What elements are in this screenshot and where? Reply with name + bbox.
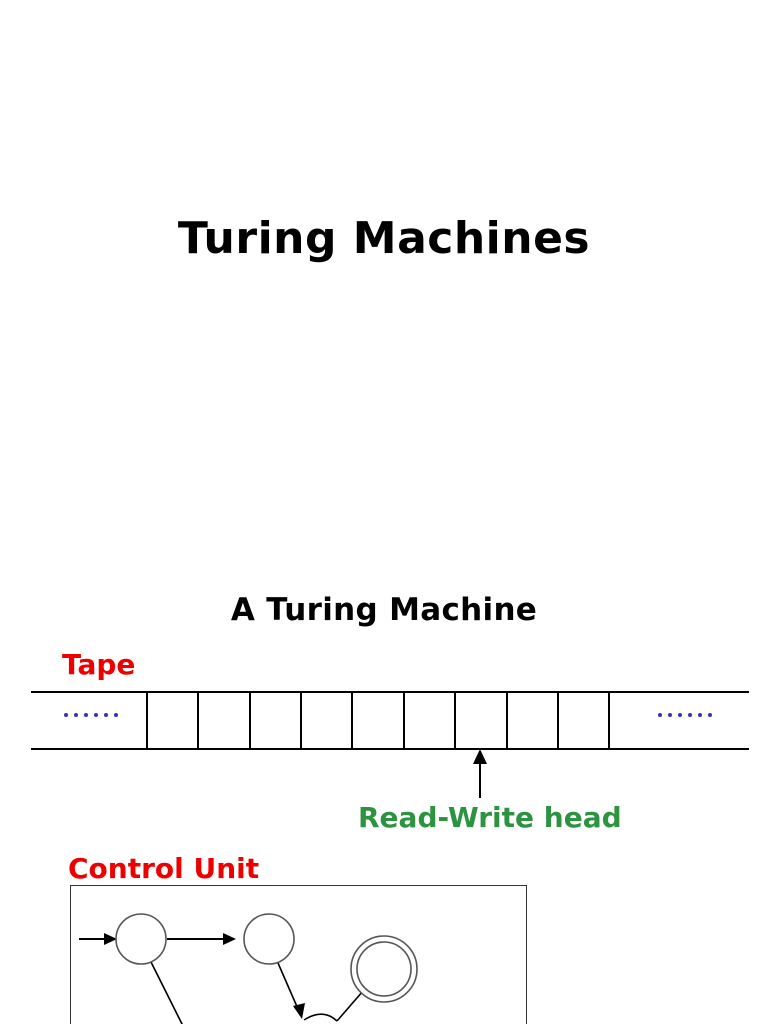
state-transition-diagram [79,913,418,1024]
tape [31,691,749,750]
ellipsis-dot [114,713,118,717]
tape-cell-divider [557,691,559,750]
tape-cell-divider [608,691,610,750]
state-node [243,913,295,965]
ellipsis-dot [668,713,672,717]
transition-arrow [167,933,236,945]
tape-cell-divider [146,691,148,750]
ellipsis-dot [658,713,662,717]
tape-left-ellipsis [64,713,118,717]
transition-arrow [277,962,305,1019]
transition-edge [150,961,183,1024]
ellipsis-dot [84,713,88,717]
tape-label: Tape [62,648,136,681]
control-unit-label: Control Unit [68,852,260,885]
start-arrow-icon [79,933,117,945]
ellipsis-dot [688,713,692,717]
ellipsis-dot [94,713,98,717]
state-node-start [115,913,167,965]
ellipsis-dot [678,713,682,717]
ellipsis-dot [708,713,712,717]
state-node-accept [350,935,418,1003]
tape-cell-divider [351,691,353,750]
ellipsis-dot [698,713,702,717]
tape-right-ellipsis [658,713,712,717]
control-unit-box [70,885,527,1024]
up-arrow-icon [473,749,487,798]
tape-cell-divider [454,691,456,750]
transition-curve [303,1013,338,1022]
page-title: Turing Machines [177,213,591,264]
ellipsis-dot [64,713,68,717]
tape-cell-divider [197,691,199,750]
ellipsis-dot [74,713,78,717]
tape-bottom-rule [31,748,749,750]
diagram-title: A Turing Machine [230,592,538,628]
tape-cell-divider [249,691,251,750]
read-write-head-label: Read-Write head [358,801,622,834]
tape-cell-divider [300,691,302,750]
tape-cell-divider [403,691,405,750]
ellipsis-dot [104,713,108,717]
tape-top-rule [31,691,749,693]
tape-cell-divider [506,691,508,750]
